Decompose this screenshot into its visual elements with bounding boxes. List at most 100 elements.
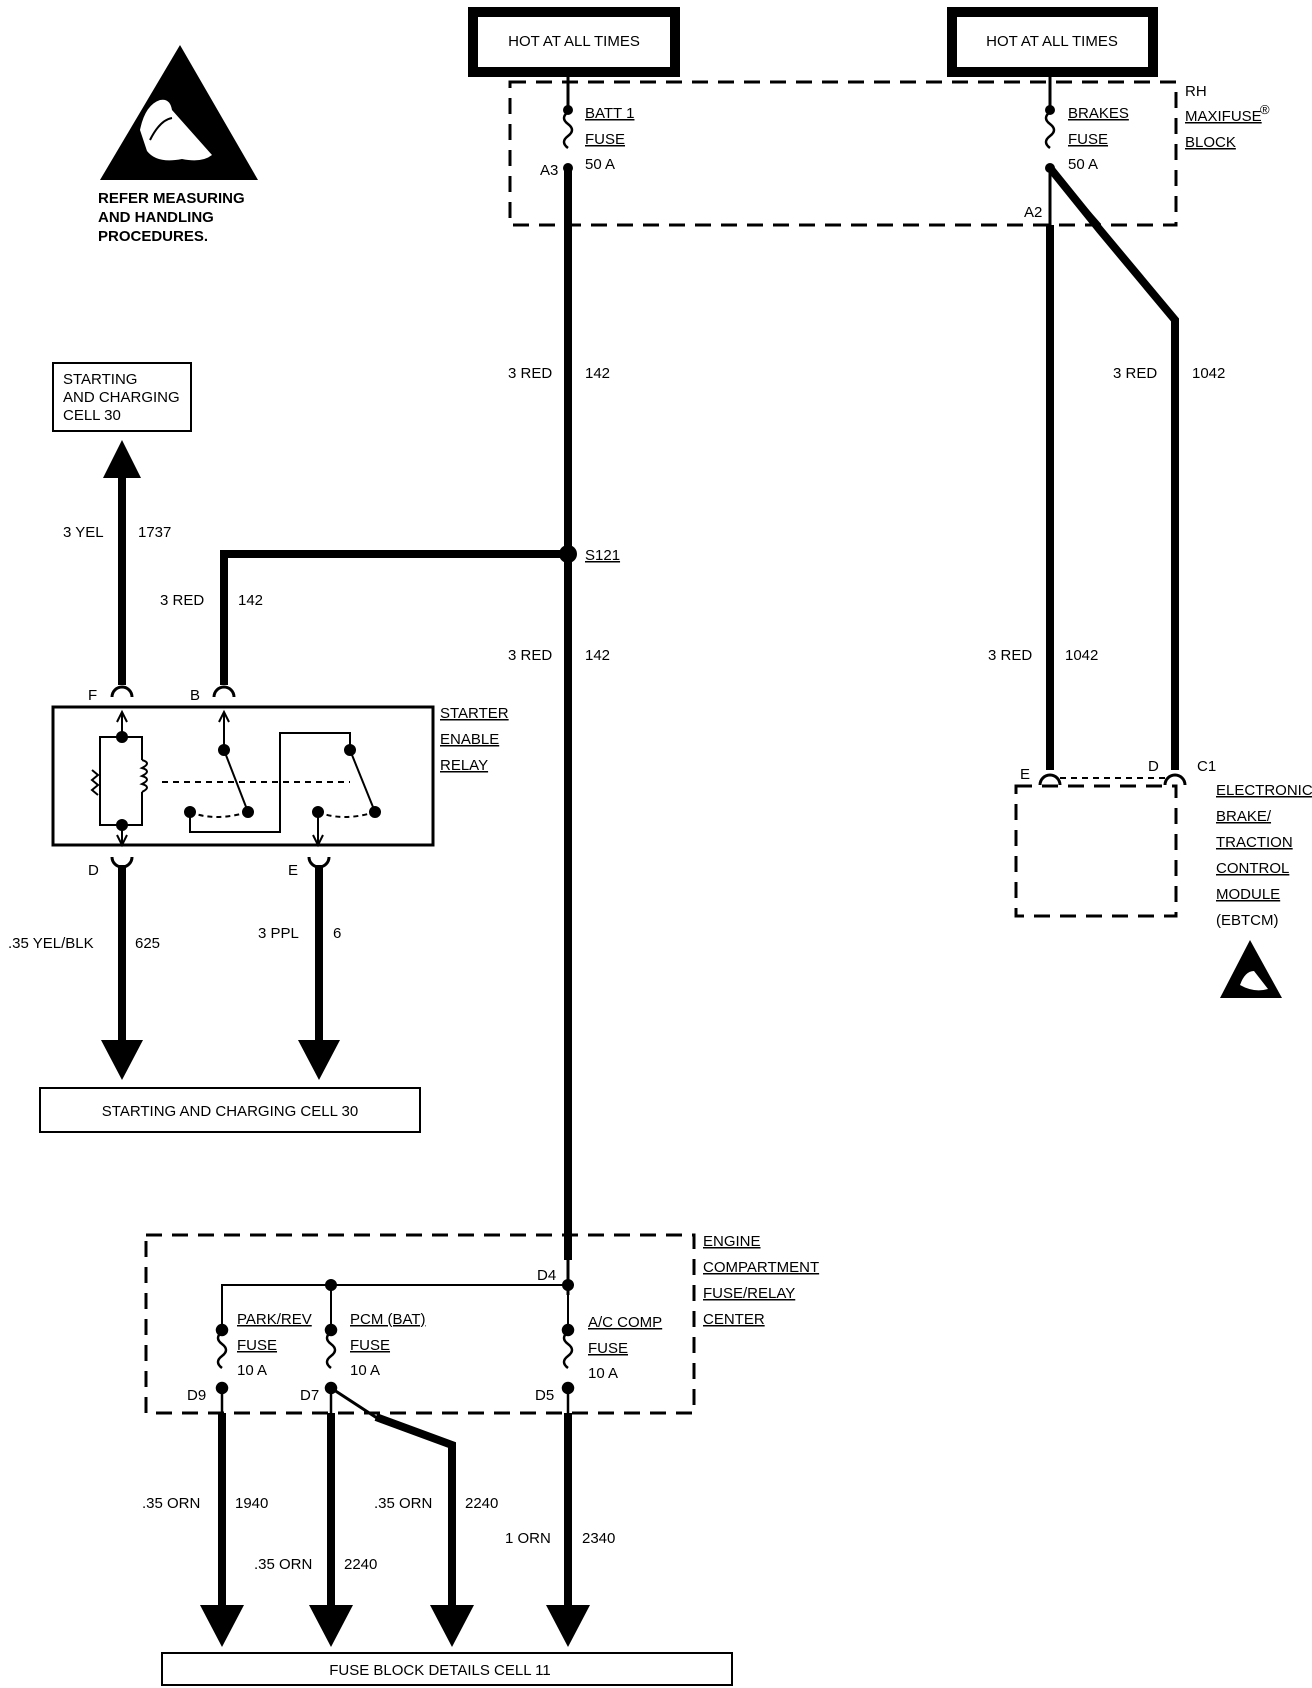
engine-name-2: COMPARTMENT — [703, 1259, 819, 1276]
w1042-right-circuit: 1042 — [1192, 365, 1225, 382]
w1042-left-gauge: 3 RED — [988, 647, 1032, 664]
w2240b-gauge: .35 ORN — [374, 1495, 432, 1512]
starting-top-line-1: STARTING — [63, 371, 137, 388]
fuse-block-box — [161, 1652, 733, 1686]
w142-top-circuit: 142 — [585, 365, 610, 382]
w142-relay-circuit: 142 — [238, 592, 263, 609]
arrow-down-2240-a — [309, 1605, 353, 1647]
starting-top-line-2: AND CHARGING — [63, 389, 180, 406]
w142-relay-gauge: 3 RED — [160, 592, 204, 609]
engine-center-outline — [144, 1233, 696, 1415]
brakes-fuse — [1044, 72, 1056, 173]
registered-mark: ® — [1260, 102, 1270, 117]
w625-gauge: .35 YEL/BLK — [8, 935, 94, 952]
esd-small-icon — [1220, 940, 1282, 998]
w6-circuit: 6 — [333, 925, 341, 942]
w2240a-gauge: .35 ORN — [254, 1556, 312, 1573]
arrow-up-1737 — [103, 440, 141, 478]
engine-input-terminal: D4 — [537, 1267, 556, 1284]
ac-comp-fuse-name: A/C COMP — [588, 1314, 662, 1331]
hot-box-left: HOT AT ALL TIMES — [468, 7, 680, 77]
ebtcm-name-3: TRACTION — [1216, 834, 1293, 851]
ebtcm-name-5: MODULE — [1216, 886, 1280, 903]
engine-name-1: ENGINE — [703, 1233, 761, 1250]
arrow-down-625 — [101, 1040, 143, 1080]
arrow-down-6 — [298, 1040, 340, 1080]
pcm-bat-fuse-label: FUSE — [350, 1337, 390, 1354]
starting-bottom-label: STARTING AND CHARGING CELL 30 — [102, 1103, 358, 1120]
brakes-fuse-label: FUSE — [1068, 131, 1108, 148]
arrow-down-1940 — [200, 1605, 244, 1647]
relay-name-1: STARTER — [440, 705, 509, 722]
batt1-terminal: A3 — [540, 162, 558, 179]
w1737-circuit: 1737 — [138, 524, 171, 541]
relay-terminal-e: E — [288, 862, 298, 879]
engine-name-4: CENTER — [703, 1311, 765, 1328]
esd-hand-icon — [100, 45, 258, 180]
ac-comp-terminal: D5 — [535, 1387, 554, 1404]
ebtcm-terminal-e: E — [1020, 766, 1030, 783]
warning-line-1: REFER MEASURING — [98, 190, 245, 207]
arrow-down-2240-b — [430, 1605, 474, 1647]
splice-label: S121 — [585, 547, 620, 564]
w1042-right-gauge: 3 RED — [1113, 365, 1157, 382]
hot-box-right: HOT AT ALL TIMES — [947, 7, 1158, 77]
w2340-circuit: 2340 — [582, 1530, 615, 1547]
hot-box-left-label: HOT AT ALL TIMES — [508, 33, 640, 50]
relay-coil — [90, 709, 148, 848]
w2340-gauge: 1 ORN — [505, 1530, 551, 1547]
w625-circuit: 625 — [135, 935, 160, 952]
wire-2240-b — [374, 1413, 456, 1612]
engine-bus — [221, 1260, 574, 1330]
relay-terminal-f: F — [88, 687, 97, 704]
batt1-fuse — [562, 72, 574, 173]
pcm-bat-fuse-name: PCM (BAT) — [350, 1311, 426, 1328]
starter-relay-box — [51, 705, 435, 847]
ebtcm-connector-c1: C1 — [1197, 758, 1216, 775]
maxifuse-name-1: RH — [1185, 83, 1207, 100]
w142-mid-circuit: 142 — [585, 647, 610, 664]
warning-line-3: PROCEDURES. — [98, 228, 208, 245]
ac-comp-fuse — [561, 1323, 575, 1413]
pcm-bat-terminal: D7 — [300, 1387, 319, 1404]
w2240a-circuit: 2240 — [344, 1556, 377, 1573]
fuse-block-label: FUSE BLOCK DETAILS CELL 11 — [329, 1662, 550, 1679]
w1737-gauge: 3 YEL — [63, 524, 104, 541]
maxifuse-block-outline — [508, 80, 1178, 227]
park-rev-fuse-name: PARK/REV — [237, 1311, 312, 1328]
brakes-fuse-rating: 50 A — [1068, 156, 1098, 173]
arrow-down-2340 — [546, 1605, 590, 1647]
maxifuse-name-2: MAXIFUSE — [1185, 108, 1262, 125]
ebtcm-name-1: ELECTRONIC — [1216, 782, 1312, 799]
w2240b-circuit: 2240 — [465, 1495, 498, 1512]
w142-mid-gauge: 3 RED — [508, 647, 552, 664]
w1042-left-circuit: 1042 — [1065, 647, 1098, 664]
warning-line-2: AND HANDLING — [98, 209, 214, 226]
park-rev-fuse — [215, 1323, 229, 1413]
maxifuse-name-3: BLOCK — [1185, 134, 1236, 151]
pcm-bat-fuse-rating: 10 A — [350, 1362, 380, 1379]
ebtcm-outline — [1014, 784, 1178, 918]
relay-terminal-d: D — [88, 862, 99, 879]
brakes-terminal: A2 — [1024, 204, 1042, 221]
starting-top-box — [52, 362, 192, 432]
hot-box-right-label: HOT AT ALL TIMES — [986, 33, 1118, 50]
wire-142-relay — [220, 550, 568, 685]
ac-comp-fuse-rating: 10 A — [588, 1365, 618, 1382]
starting-bottom-box — [39, 1087, 421, 1133]
pcm-bat-fuse — [324, 1323, 338, 1413]
ebtcm-name-2: BRAKE/ — [1216, 808, 1272, 825]
batt1-fuse-label: FUSE — [585, 131, 625, 148]
starting-top-line-3: CELL 30 — [63, 407, 121, 424]
wire-1042-thin — [1048, 167, 1102, 226]
w1940-circuit: 1940 — [235, 1495, 268, 1512]
relay-terminal-b: B — [190, 687, 200, 704]
w142-top-gauge: 3 RED — [508, 365, 552, 382]
ac-comp-fuse-label: FUSE — [588, 1340, 628, 1357]
engine-name-3: FUSE/RELAY — [703, 1285, 795, 1302]
relay-name-2: ENABLE — [440, 731, 499, 748]
w6-gauge: 3 PPL — [258, 925, 299, 942]
relay-name-3: RELAY — [440, 757, 488, 774]
